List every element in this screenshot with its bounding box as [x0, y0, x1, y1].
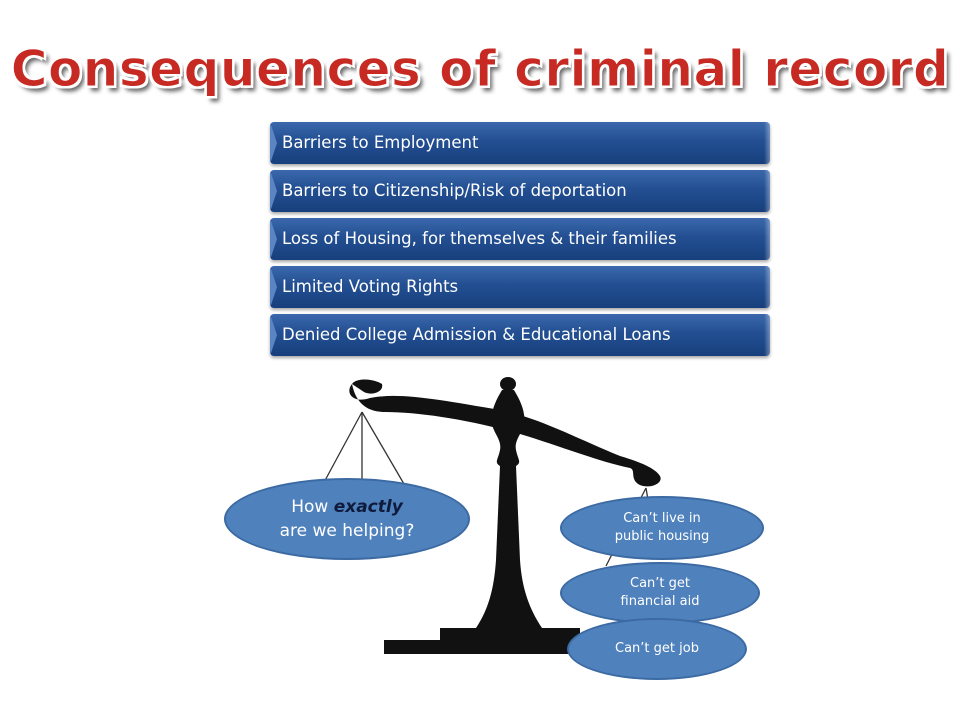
- scale-left-hook: [352, 379, 383, 394]
- public-housing-line-2: public housing: [614, 529, 710, 544]
- scale-beam: [349, 384, 661, 487]
- scale-pivot: [491, 390, 525, 466]
- job-bubble: Can’t get job: [567, 618, 747, 680]
- slide-title: Consequences of criminal record: [10, 40, 950, 99]
- scale-column: [476, 466, 542, 628]
- public-housing-line-1: Can’t live in: [623, 511, 701, 526]
- financial-aid-bubble: Can’t get financial aid: [560, 562, 760, 624]
- bubble-line-1: How exactly: [291, 495, 403, 519]
- bubble-prefix: How: [291, 497, 334, 517]
- scale-finial: [500, 377, 516, 391]
- financial-aid-line-1: Can’t get: [630, 576, 690, 591]
- financial-aid-line-2: financial aid: [620, 594, 700, 609]
- public-housing-bubble: Can’t live in public housing: [560, 496, 764, 560]
- consequence-bar-employment: Barriers to Employment: [270, 122, 770, 164]
- left-pan-strings: [321, 411, 405, 487]
- scale-base: [384, 640, 584, 654]
- consequence-bar-citizenship: Barriers to Citizenship/Risk of deportat…: [270, 170, 770, 212]
- consequence-bar-voting: Limited Voting Rights: [270, 266, 770, 308]
- scale-base-top: [440, 628, 580, 640]
- consequence-bar-housing: Loss of Housing, for themselves & their …: [270, 218, 770, 260]
- job-line: Can’t get job: [615, 641, 699, 656]
- consequence-bar-college: Denied College Admission & Educational L…: [270, 314, 770, 356]
- bubble-emphasis: exactly: [333, 497, 403, 517]
- bubble-line-2: are we helping?: [279, 521, 415, 541]
- how-are-we-helping-bubble: How exactly are we helping?: [224, 478, 470, 560]
- consequence-list: Barriers to Employment Barriers to Citiz…: [270, 122, 770, 362]
